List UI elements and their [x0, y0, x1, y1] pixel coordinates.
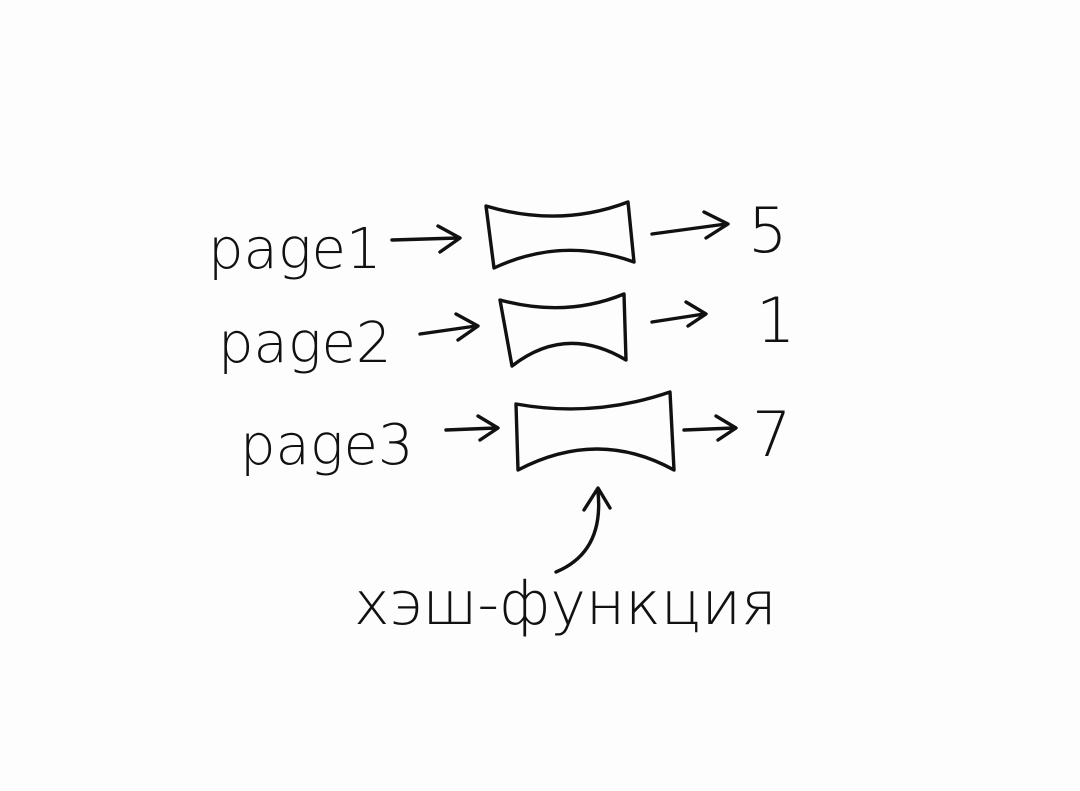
- pointer-arrow: [554, 486, 612, 574]
- arrow-input-1: [390, 224, 462, 254]
- hash-box-1: [484, 200, 636, 270]
- row-1: page1 5: [208, 194, 787, 282]
- arrow-output-1: [650, 210, 730, 240]
- hash-box-2: [498, 292, 628, 368]
- arrow-input-2: [418, 312, 480, 342]
- row-2: page2 1: [218, 284, 795, 376]
- input-label-3: page3: [240, 413, 414, 478]
- arrow-input-3: [444, 414, 500, 442]
- output-value-3: 7: [752, 398, 791, 471]
- arrow-output-2: [650, 300, 708, 328]
- caption-hash-function: хэш-функция: [354, 569, 777, 639]
- row-3: page3 7: [240, 390, 791, 478]
- output-value-2: 1: [756, 284, 795, 357]
- output-value-1: 5: [748, 194, 787, 267]
- hash-box-3: [514, 390, 676, 472]
- input-label-1: page1: [208, 217, 382, 282]
- arrow-output-3: [682, 414, 738, 442]
- input-label-2: page2: [218, 311, 392, 376]
